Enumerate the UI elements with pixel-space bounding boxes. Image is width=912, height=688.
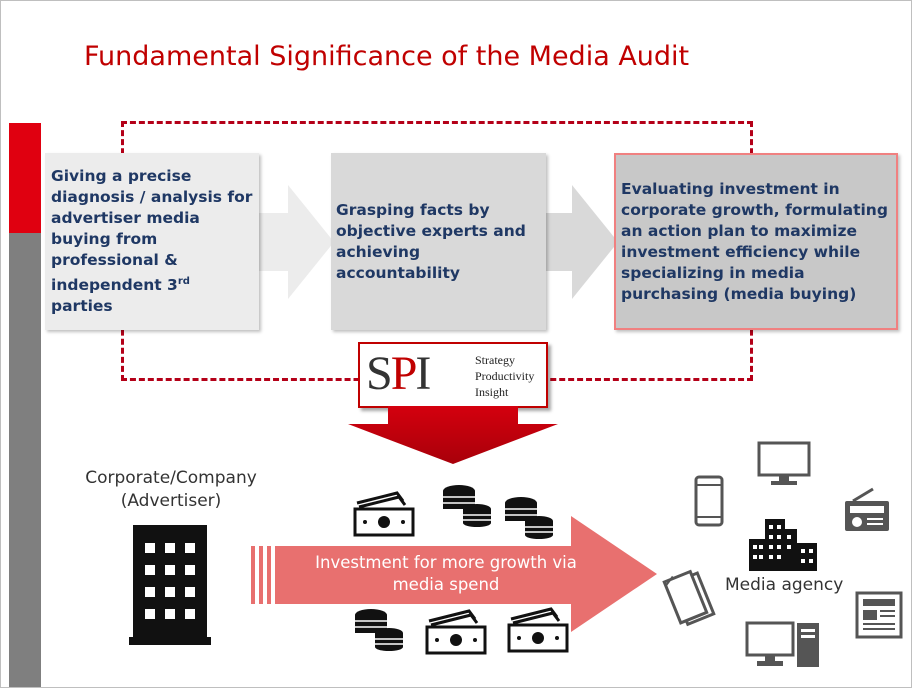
spi-logo-words: Strategy Productivity Insight	[475, 352, 534, 400]
money-icon	[353, 491, 415, 537]
coins-icon	[443, 485, 491, 527]
step-1-text: Giving a precise diagnosis / analysis fo…	[51, 166, 253, 295]
coins-icon	[505, 497, 553, 539]
logo-line-strategy: Strategy	[475, 353, 515, 367]
investment-flow-text: Investment for more growth via media spe…	[301, 552, 591, 596]
slide-title: Fundamental Significance of the Media Au…	[84, 41, 690, 72]
logo-line-insight: Insight	[475, 385, 509, 399]
monitor-icon	[757, 441, 811, 485]
office-buildings-icon	[749, 519, 817, 571]
building-icon	[129, 525, 211, 645]
investment-flow-arrow	[251, 516, 657, 632]
money-icon	[507, 607, 569, 653]
advertiser-label-line2: (Advertiser)	[120, 491, 222, 511]
coins-icon	[355, 609, 403, 651]
advertiser-label-line1: Corporate/Company	[85, 468, 257, 488]
magazine-icon	[662, 569, 716, 627]
spi-logo: SPI Strategy Productivity Insight	[358, 342, 548, 408]
step-3-text: Evaluating investment in corporate growt…	[621, 180, 888, 303]
flow-text-line2: media spend	[392, 575, 500, 594]
logo-line-productivity: Productivity	[475, 369, 535, 383]
step-box-facts: Grasping facts by objective experts and …	[331, 153, 546, 330]
desktop-computer-icon	[745, 621, 819, 667]
side-bar-gray	[9, 233, 41, 687]
newspaper-icon	[855, 591, 903, 639]
step-2-text: Grasping facts by objective experts and …	[336, 200, 526, 282]
chevron-arrow-2	[544, 185, 618, 299]
side-bar-red	[9, 123, 41, 233]
smartphone-icon	[694, 475, 724, 527]
flow-text-line1: Investment for more growth via	[315, 553, 577, 572]
radio-icon	[845, 487, 889, 531]
step-box-evaluating: Evaluating investment in corporate growt…	[614, 153, 898, 330]
step-1-text-end: parties	[51, 297, 113, 316]
media-agency-label: Media agency	[725, 575, 844, 595]
chevron-arrow-1	[256, 185, 334, 299]
spi-logo-letters: SPI	[366, 347, 431, 400]
down-arrow	[348, 406, 558, 464]
step-box-diagnosis: Giving a precise diagnosis / analysis fo…	[45, 153, 259, 330]
money-icon	[425, 609, 487, 655]
advertiser-label: Corporate/Company (Advertiser)	[71, 467, 271, 513]
step-1-superscript: rd	[177, 275, 190, 287]
